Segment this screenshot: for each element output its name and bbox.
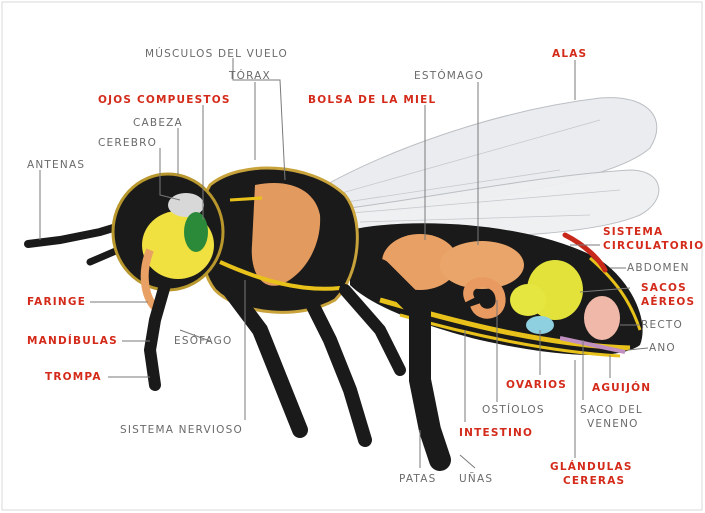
label-glandulas: GLÁNDULAS — [550, 460, 633, 473]
ovaries-lobe — [510, 284, 546, 316]
label-sistema: SISTEMA — [603, 226, 663, 238]
label-patas: PATAS — [399, 473, 436, 485]
label-veneno: VENENO — [587, 418, 639, 430]
label-alas: ALAS — [552, 48, 587, 60]
thorax-stripe — [230, 198, 262, 200]
label-ostiolos: OSTÍOLOS — [482, 403, 545, 416]
compound-eye — [184, 212, 208, 252]
label-unas: UÑAS — [459, 472, 493, 485]
label-abdomen: ABDOMEN — [627, 262, 690, 274]
label-estomago: ESTÓMAGO — [414, 69, 484, 82]
label-ano: ANO — [649, 342, 676, 354]
label-aguijon: AGUIJÓN — [592, 381, 651, 394]
label-esofago: ESÓFAGO — [174, 334, 232, 347]
label-mandibulas: MANDÍBULAS — [27, 334, 118, 347]
label-recto: RECTO — [641, 319, 683, 331]
label-cabeza: CABEZA — [133, 117, 183, 129]
rectum — [584, 296, 620, 340]
label-sacos: SACOS — [641, 282, 687, 294]
label-circulatorio: CIRCULATORIO — [603, 240, 704, 252]
label-ojos-compuestos: OJOS COMPUESTOS — [98, 94, 231, 106]
label-bolsa-de-la-miel: BOLSA DE LA MIEL — [308, 94, 436, 106]
label-sistema-nervioso: SISTEMA NERVIOSO — [120, 424, 243, 436]
label-antenas: ANTENAS — [27, 159, 85, 171]
label-trompa: TROMPA — [45, 371, 102, 383]
label-musculos-del-vuelo: MÚSCULOS DEL VUELO — [145, 47, 288, 60]
label-ovarios: OVARIOS — [506, 379, 567, 391]
label-torax: TÓRAX — [228, 69, 271, 82]
label-faringe: FARINGE — [27, 296, 86, 308]
label-cereras: CERERAS — [563, 475, 625, 487]
label-aereos: AÉREOS — [641, 295, 695, 308]
label-cerebro: CEREBRO — [98, 137, 157, 149]
label-saco-del: SACO DEL — [580, 404, 643, 416]
label-intestino: INTESTINO — [459, 427, 533, 439]
